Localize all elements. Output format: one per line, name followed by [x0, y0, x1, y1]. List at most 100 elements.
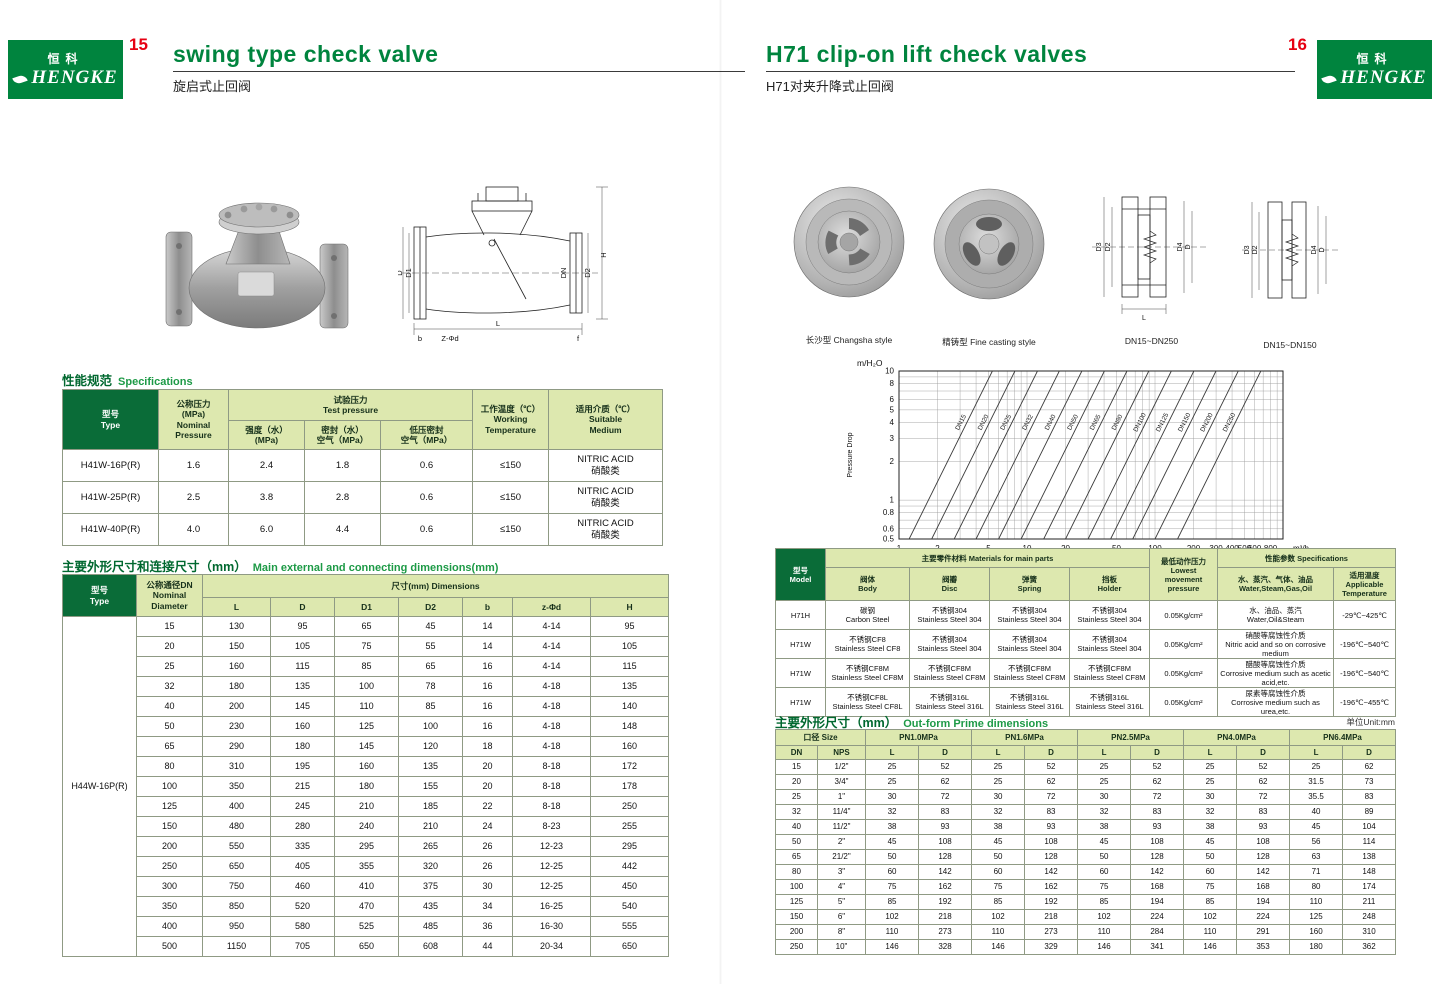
outform-heading: 主要外形尺寸（mm）Out-form Prime dimensions: [775, 712, 1048, 732]
table-cell: 不锈钢316L Stainless Steel 316L: [989, 687, 1070, 717]
table-cell: 142: [1130, 864, 1185, 880]
outform-col-d1: D: [918, 745, 973, 760]
table-cell: 52: [1130, 759, 1185, 775]
table-cell: 125: [334, 716, 399, 737]
table-cell: 200: [202, 696, 271, 717]
materials-col-body: 阀体 Body: [825, 567, 910, 601]
table-cell: 135: [270, 676, 335, 697]
table-cell: 80: [1289, 879, 1344, 895]
table-cell: 215: [270, 776, 335, 797]
table-cell: 128: [918, 849, 973, 865]
table-cell: 2.5: [158, 481, 229, 514]
outform-col-l4: L: [1183, 745, 1238, 760]
table-cell: 75: [865, 879, 920, 895]
page-number-right: 16: [1288, 35, 1307, 54]
table-cell: 45: [398, 616, 463, 637]
table-cell: 160: [589, 736, 670, 757]
table-cell: 60: [865, 864, 920, 880]
table-cell: 25: [1289, 759, 1344, 775]
table-cell: 不锈钢CF8M Stainless Steel CF8M: [909, 658, 990, 688]
table-cell: 4-18: [512, 696, 591, 717]
page-subtitle-right: H71对夹升降式止回阀: [766, 79, 894, 95]
table-cell: 60: [971, 864, 1026, 880]
dim-label-d-2: D: [1319, 247, 1326, 252]
dn-line: [975, 371, 1060, 539]
y-tick-label: 8: [890, 379, 895, 388]
outform-group-pn64: PN6.4MPa: [1289, 729, 1397, 746]
table-cell: 4-18: [512, 736, 591, 757]
table-cell: 405: [270, 856, 335, 877]
dims-col-b: b: [462, 597, 513, 617]
table-cell: 25: [1077, 759, 1132, 775]
table-cell: 4-18: [512, 676, 591, 697]
dims-col-h: H: [589, 597, 670, 617]
table-cell: 20: [462, 776, 513, 797]
table-cell: 1.8: [304, 449, 381, 482]
outform-col-d4: D: [1236, 745, 1291, 760]
table-cell: 150: [775, 909, 818, 925]
table-cell: 115: [589, 656, 670, 677]
table-cell: 73: [1342, 774, 1397, 790]
table-cell: 108: [1130, 834, 1185, 850]
table-cell: 310: [202, 756, 271, 777]
table-cell: 650: [334, 936, 399, 957]
table-cell: 2": [816, 834, 867, 850]
table-cell: 62: [1342, 759, 1397, 775]
model-cell: H71W: [775, 658, 826, 688]
y-tick-label: 4: [890, 418, 895, 427]
dims-col-d: D: [270, 597, 335, 617]
table-cell: 650: [202, 856, 271, 877]
table-cell: 210: [334, 796, 399, 817]
dims-col-d1: D1: [334, 597, 399, 617]
table-cell: 470: [334, 896, 399, 917]
table-cell: 50: [775, 834, 818, 850]
photo-caption-fine-casting: 精铸型 Fine casting style: [942, 337, 1036, 347]
table-cell: 75: [334, 636, 399, 657]
table-cell: 20: [136, 636, 203, 657]
wafer-photo-fine-casting: [933, 188, 1045, 300]
materials-table: 型号 Model 主要零件材料 Materials for main parts…: [775, 548, 1397, 717]
dn-line: [1065, 371, 1150, 539]
table-cell: 83: [1342, 789, 1397, 805]
outform-col-nps: NPS: [816, 745, 867, 760]
table-cell: 25: [971, 774, 1026, 790]
brand-name-cn: 恒科: [47, 52, 84, 66]
table-cell: 355: [334, 856, 399, 877]
table-cell: 485: [398, 916, 463, 937]
table-cell: 52: [918, 759, 973, 775]
table-cell: 38: [971, 819, 1026, 835]
table-cell: 0.6: [379, 449, 474, 482]
table-cell: 4.0: [158, 513, 229, 546]
outform-heading-en: Out-form Prime dimensions: [903, 718, 1049, 730]
materials-col-lowest: 最低动作压力 Lowest movement pressure: [1149, 548, 1219, 601]
table-cell: 16: [462, 716, 513, 737]
table-cell: 32: [775, 804, 818, 820]
left-page-header: swing type check valve 旋启式止回阀: [173, 41, 745, 95]
table-cell: 160: [270, 716, 335, 737]
y-unit-label: m/H₂O: [857, 358, 883, 368]
materials-col-temp: 适用温度 Applicable Temperature: [1333, 567, 1397, 601]
table-cell: 608: [398, 936, 463, 957]
table-cell: 65: [334, 616, 399, 637]
table-cell: 不锈钢304 Stainless Steel 304: [989, 629, 1070, 659]
dn-line: [1177, 371, 1262, 539]
outform-col-l1: L: [865, 745, 920, 760]
table-cell: 328: [918, 939, 973, 955]
dn-line: [1043, 371, 1128, 539]
table-cell: 580: [270, 916, 335, 937]
drawing-caption-small: DN15~DN150: [1263, 340, 1317, 350]
table-cell: 128: [1024, 849, 1079, 865]
materials-col-holder: 挡板 Holder: [1068, 567, 1151, 601]
table-cell: 不锈钢304 Stainless Steel 304: [989, 600, 1070, 630]
table-cell: 不锈钢304 Stainless Steel 304: [1068, 629, 1151, 659]
table-cell: 110: [865, 924, 920, 940]
table-cell: 218: [1024, 909, 1079, 925]
y-tick-label: 3: [890, 434, 895, 443]
